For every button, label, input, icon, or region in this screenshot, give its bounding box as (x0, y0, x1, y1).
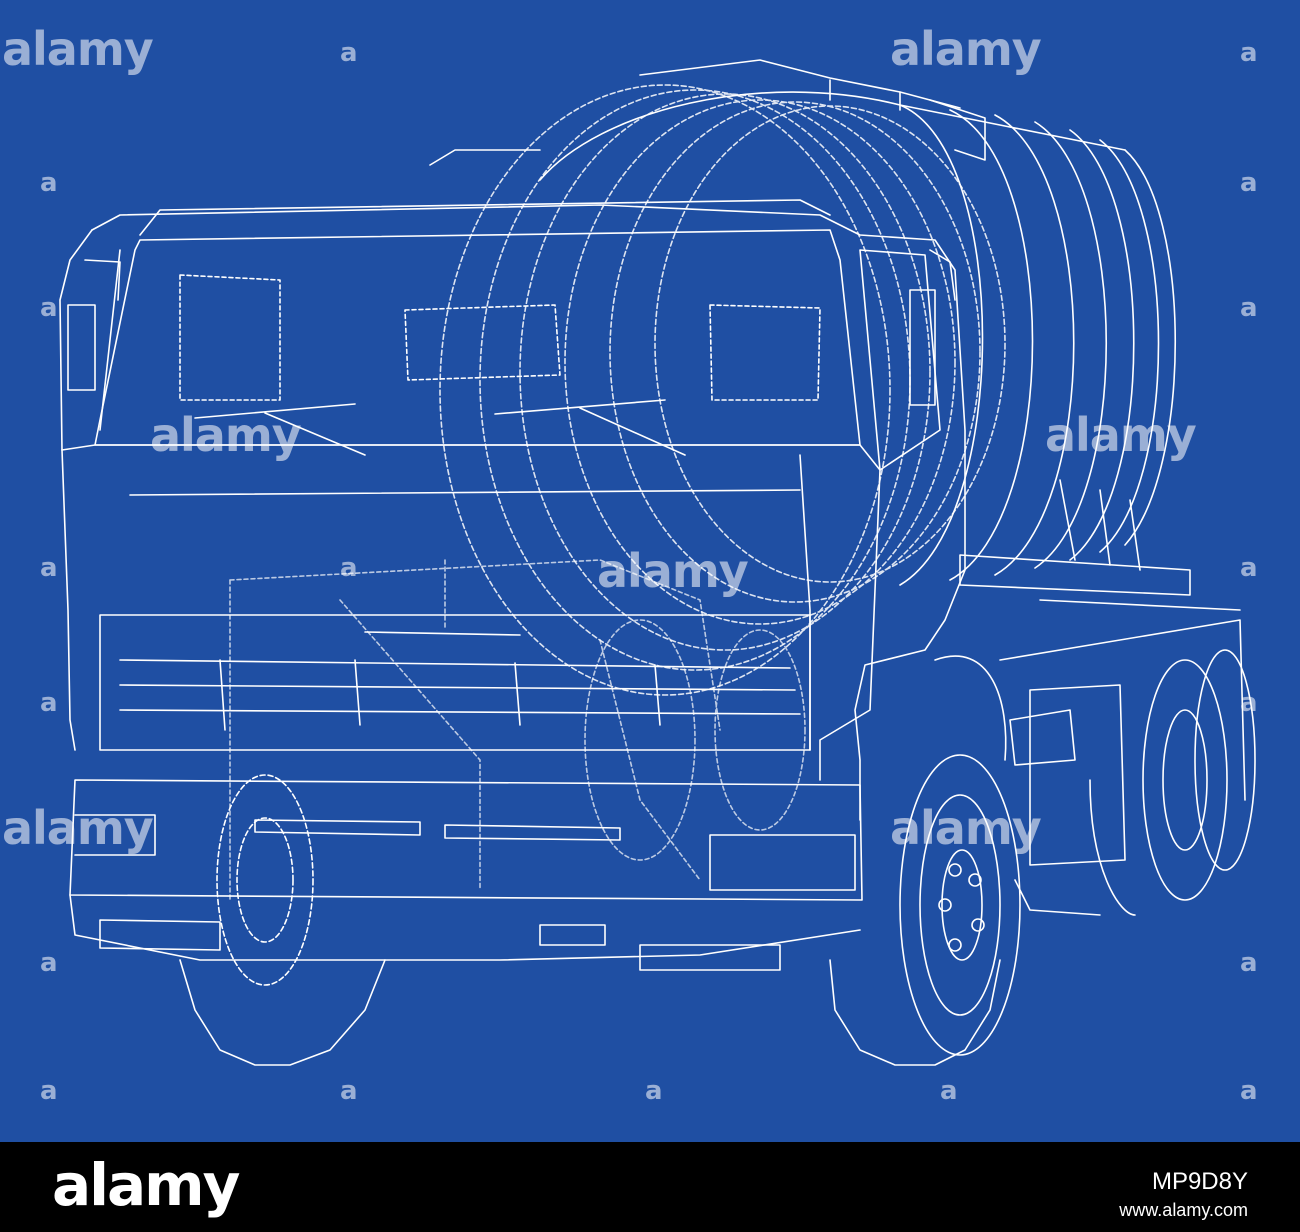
image-id: MP9D8Y (1151, 1168, 1248, 1195)
watermark-mark: a (40, 293, 58, 323)
windshield (94, 229, 861, 446)
grille (99, 614, 811, 751)
watermark-mark: a (340, 1076, 358, 1106)
watermark-mark: a (1240, 1076, 1258, 1106)
watermark-mark: a (340, 38, 358, 68)
left-mirror (67, 304, 96, 391)
watermark-mark: a (1240, 948, 1258, 978)
watermark: alamy (1045, 408, 1197, 462)
watermark-mark: a (940, 1076, 958, 1106)
tank-rings (439, 84, 1006, 696)
watermark-mark: a (645, 1076, 663, 1106)
watermark-mark: a (1240, 688, 1258, 718)
blueprint-illustration: alamy alamy alamy alamy alamy alamy alam… (0, 0, 1300, 1142)
watermark: alamy (890, 22, 1042, 76)
watermark-mark: a (40, 553, 58, 583)
watermark-mark: a (40, 688, 58, 718)
watermark-mark: a (1240, 293, 1258, 323)
watermark: alamy (2, 801, 154, 855)
wiper-left (194, 403, 366, 456)
watermark-mark: a (1240, 38, 1258, 68)
wiper-right (494, 399, 686, 456)
watermark: alamy (597, 544, 749, 598)
watermark: alamy (890, 801, 1042, 855)
right-mirror (909, 289, 936, 406)
watermark-mark: a (1240, 168, 1258, 198)
watermark-mark: a (1240, 553, 1258, 583)
site-url[interactable]: www.alamy.com (1119, 1200, 1248, 1220)
watermark-mark: a (40, 948, 58, 978)
cab-front (61, 444, 881, 781)
tank-top (539, 91, 1126, 181)
watermark-mark: a (40, 168, 58, 198)
cab-outline (91, 204, 966, 821)
alamy-logo[interactable]: alamy (52, 1151, 240, 1219)
watermark-mark: a (340, 553, 358, 583)
bumper (69, 779, 863, 971)
tank-ribs (899, 104, 1177, 586)
tanker-truck-wireframe (59, 59, 1256, 1066)
footer-bar: alamy MP9D8Y www.alamy.com (0, 1142, 1300, 1232)
watermark-mark: a (40, 1076, 58, 1106)
image-meta: MP9D8Y www.alamy.com (1119, 1168, 1248, 1222)
watermark: alamy (2, 22, 154, 76)
wheels (179, 649, 1256, 1066)
watermark: alamy (150, 408, 302, 462)
